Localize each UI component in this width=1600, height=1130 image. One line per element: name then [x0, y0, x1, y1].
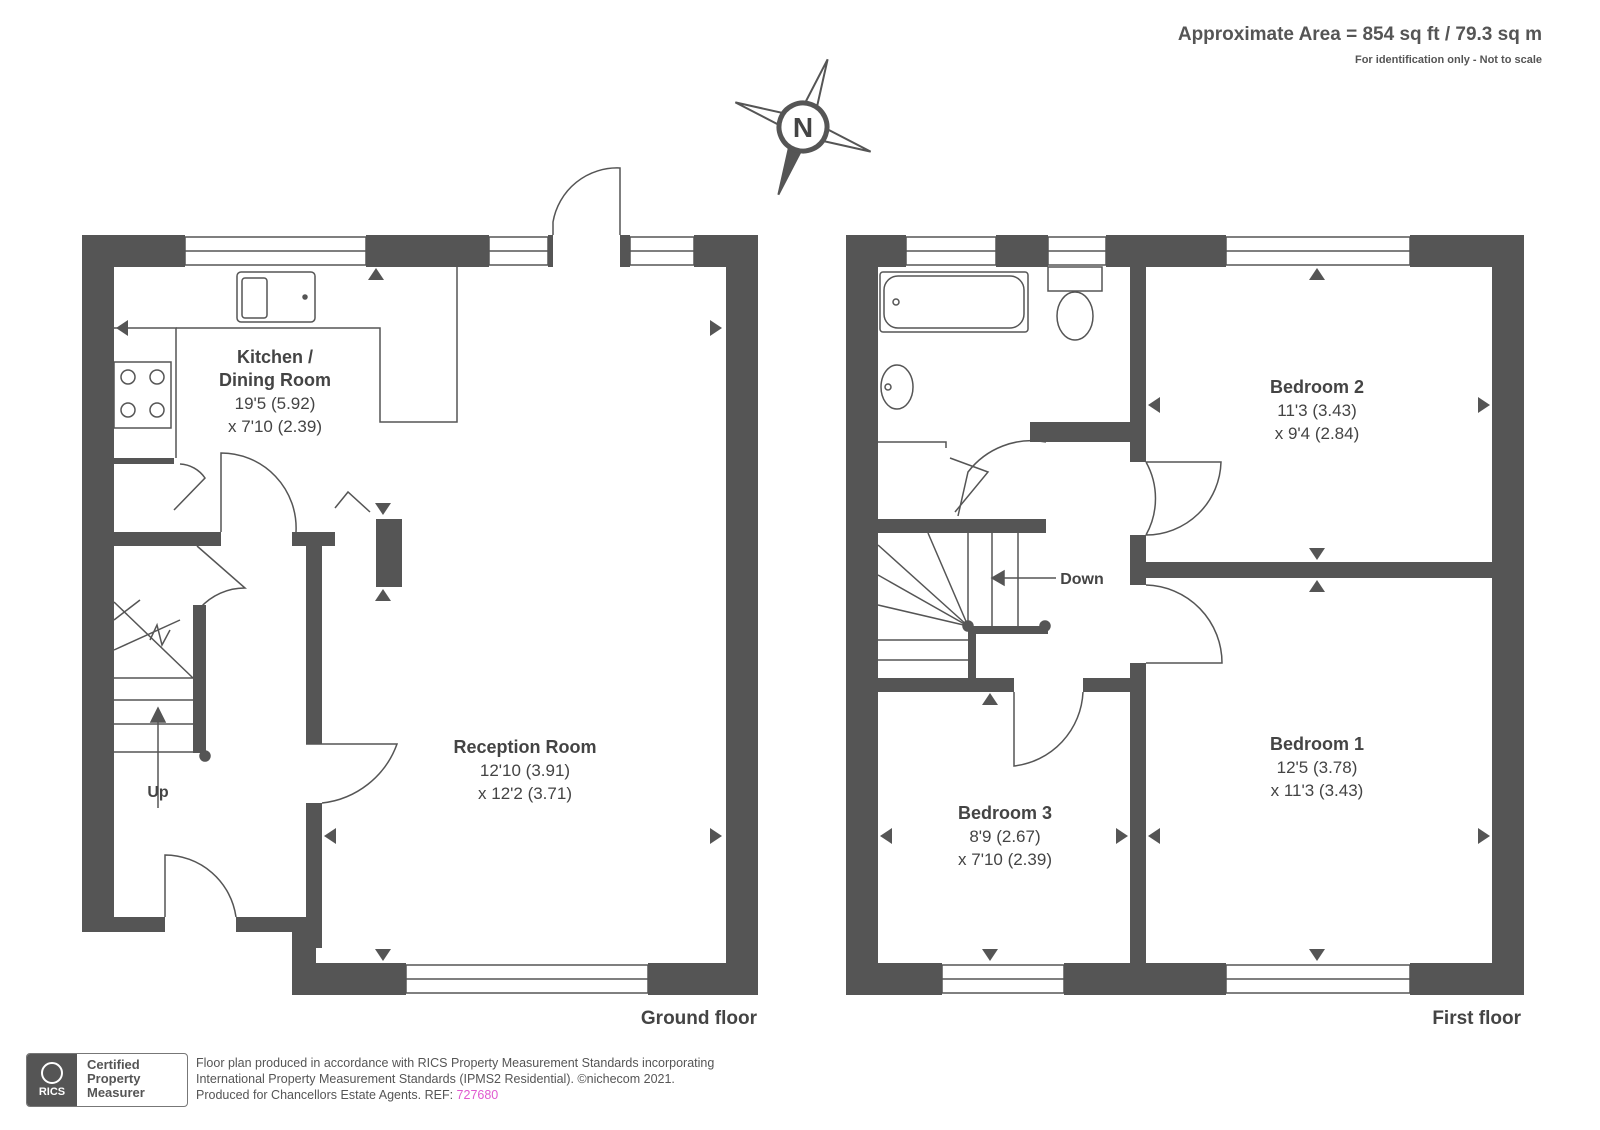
- svg-text:x 9'4 (2.84): x 9'4 (2.84): [1275, 424, 1360, 443]
- badge-text: Certified Property Measurer: [87, 1058, 145, 1100]
- kitchen-dining-label: Kitchen / Dining Room 19'5 (5.92) x 7'10…: [219, 347, 331, 436]
- area-header: Approximate Area = 854 sq ft / 79.3 sq m…: [1178, 24, 1542, 66]
- reception-room-label: Reception Room 12'10 (3.91) x 12'2 (3.71…: [453, 737, 596, 803]
- stairs-down: [877, 532, 1056, 661]
- footer: RICS Certified Property Measurer Floor p…: [26, 1053, 826, 1109]
- basin-icon: [880, 364, 914, 410]
- producer-text: Produced for Chancellors Estate Agents. …: [196, 1088, 457, 1102]
- rics-crest-icon: [41, 1062, 63, 1084]
- first-floor-doors: [878, 439, 1223, 767]
- badge-line-1: Certified: [87, 1057, 140, 1072]
- sink-icon: [236, 271, 316, 323]
- first-floor-label: First floor: [1432, 1008, 1521, 1029]
- svg-text:x 7'10 (2.39): x 7'10 (2.39): [228, 417, 322, 436]
- reference-number: 727680: [456, 1088, 499, 1102]
- rics-logo-text: RICS: [38, 1086, 66, 1098]
- scale-note: For identification only - Not to scale: [1354, 54, 1542, 66]
- kitchen-fittings: [113, 267, 458, 458]
- ground-floor-windows: [184, 236, 695, 994]
- stairs-up: [113, 599, 211, 808]
- svg-text:x 12'2 (3.71): x 12'2 (3.71): [478, 784, 572, 803]
- svg-text:11'3 (3.43): 11'3 (3.43): [1277, 401, 1356, 420]
- ground-floor-walls: [82, 235, 758, 995]
- legal-line-3: Produced for Chancellors Estate Agents. …: [196, 1087, 714, 1103]
- stairs-up-label: Up: [147, 784, 169, 801]
- svg-text:12'10 (3.91): 12'10 (3.91): [480, 761, 570, 780]
- approximate-area: Approximate Area = 854 sq ft / 79.3 sq m: [1177, 24, 1542, 45]
- toilet-icon: [1047, 266, 1103, 292]
- first-floor-walls: [846, 235, 1524, 995]
- stairs-down-label: Down: [1060, 571, 1104, 588]
- svg-text:19'5 (5.92): 19'5 (5.92): [235, 394, 316, 413]
- svg-text:x 7'10 (2.39): x 7'10 (2.39): [958, 850, 1052, 869]
- badge-line-2: Property: [87, 1071, 141, 1086]
- bedroom-1-label: Bedroom 1 12'5 (3.78) x 11'3 (3.43): [1270, 734, 1364, 800]
- svg-text:Bedroom 3: Bedroom 3: [958, 803, 1052, 823]
- svg-text:8'9 (2.67): 8'9 (2.67): [969, 827, 1040, 846]
- rics-badge: RICS Certified Property Measurer: [26, 1053, 188, 1107]
- compass-letter: N: [793, 112, 813, 143]
- bath-icon: [879, 271, 1029, 333]
- legal-line-2: International Property Measurement Stand…: [196, 1072, 675, 1086]
- rics-logo: RICS: [27, 1054, 77, 1106]
- first-measure-arrows: [880, 268, 1490, 961]
- svg-text:Reception Room: Reception Room: [453, 737, 596, 757]
- hob-icon: [113, 361, 172, 429]
- legal-text: Floor plan produced in accordance with R…: [196, 1055, 714, 1103]
- ground-measure-arrows: [116, 268, 722, 961]
- ground-floor-label: Ground floor: [641, 1008, 758, 1029]
- bedroom-2-label: Bedroom 2 11'3 (3.43) x 9'4 (2.84): [1270, 377, 1364, 443]
- svg-text:12'5 (3.78): 12'5 (3.78): [1277, 758, 1358, 777]
- legal-line-1: Floor plan produced in accordance with R…: [196, 1056, 715, 1070]
- ground-floor-doors: [164, 167, 621, 918]
- svg-text:Dining Room: Dining Room: [219, 370, 331, 390]
- svg-text:x 11'3 (3.43): x 11'3 (3.43): [1271, 781, 1364, 800]
- svg-text:Bedroom 1: Bedroom 1: [1270, 734, 1364, 754]
- bedroom-3-label: Bedroom 3 8'9 (2.67) x 7'10 (2.39): [958, 803, 1052, 869]
- badge-line-3: Measurer: [87, 1085, 145, 1100]
- compass-north-icon: N: [734, 58, 872, 196]
- svg-text:Kitchen /: Kitchen /: [237, 347, 313, 367]
- first-floor-windows: [905, 236, 1411, 994]
- bathroom-fittings: [879, 266, 1103, 410]
- svg-text:Bedroom 2: Bedroom 2: [1270, 377, 1364, 397]
